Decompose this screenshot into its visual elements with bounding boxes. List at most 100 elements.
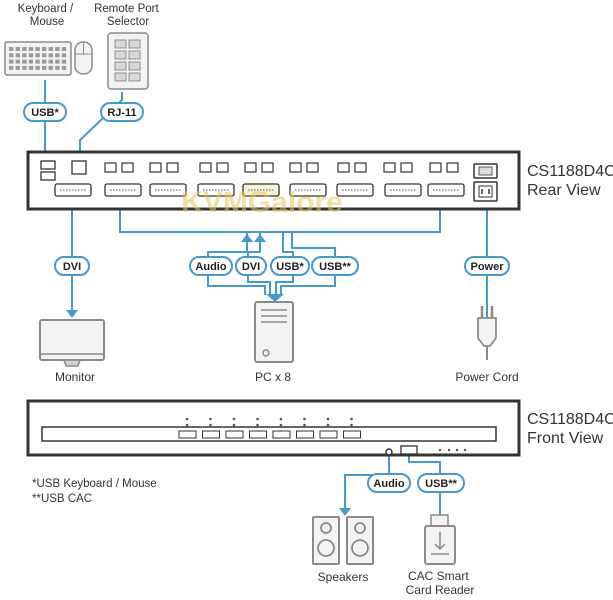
rear-usb-port [244, 162, 257, 173]
port-led [209, 423, 212, 427]
pc-device: PC x 8 [254, 301, 294, 384]
keyboard-key [28, 59, 34, 64]
port-led [232, 417, 236, 421]
rear-usb-port [337, 162, 350, 173]
rear-usb-port [354, 162, 367, 173]
rear-usb-port [289, 162, 302, 173]
remote-port-selector-device: Remote Port Selector [94, 3, 162, 90]
front-model-title: CS1188D4C [527, 411, 613, 428]
speakers-device: Speakers [312, 516, 374, 584]
port-select-button [272, 430, 291, 439]
connector-pill-rj11: RJ-11 [100, 102, 144, 122]
speaker-left-tweeter [320, 522, 332, 534]
rear-usb-port [429, 162, 442, 173]
power-plug [477, 317, 497, 347]
remote-selector-buttons [114, 39, 141, 82]
connector-pill-label: Audio [195, 261, 226, 273]
keyboard-key [48, 59, 53, 64]
keyboard-key [42, 47, 47, 51]
rear-usb-port [199, 162, 212, 173]
cac-reader-label: CAC Smart Card Reader [406, 569, 475, 597]
rear-model-title: CS1188D4C [527, 163, 613, 180]
port-led [279, 417, 283, 421]
port-led [350, 423, 353, 427]
connector-pill-dvi-monitor: DVI [54, 256, 90, 276]
keyboard-mouse-label: Keyboard / Mouse [18, 3, 77, 28]
note-usb-keyboard: *USB Keyboard / Mouse [32, 478, 157, 490]
keyboard-key [48, 47, 53, 51]
keyboard-key [61, 59, 67, 64]
connector-pill-power: Power [464, 256, 510, 276]
card-reader-arrow-head [434, 543, 446, 551]
port-select-button [225, 430, 244, 439]
connector-pill-bg [100, 102, 144, 122]
keyboard-key [9, 65, 14, 70]
keyboard-key [9, 53, 14, 58]
port-led [326, 423, 330, 427]
keyboard-key [35, 59, 40, 64]
keyboard [4, 41, 72, 76]
connector-pill-bg [464, 256, 510, 276]
front-chassis [26, 399, 521, 457]
front-audio-jack [385, 448, 393, 456]
connector-pill-bg [417, 473, 465, 493]
connector-pill-label: USB** [319, 261, 352, 273]
port-led [232, 423, 236, 427]
connector-pill-bg [235, 256, 267, 276]
note-usb-cac: **USB CAC [32, 493, 92, 505]
connector-pill-bg [367, 473, 411, 493]
usb-port-1 [40, 160, 56, 170]
keyboard-key [35, 65, 40, 70]
arrowheads [66, 234, 351, 516]
port-led [350, 417, 353, 421]
connector-pill-label: RJ-11 [107, 107, 136, 119]
keyboard-key [35, 53, 40, 58]
rear-usb-port [149, 162, 162, 173]
keyboard-mouse-device: Keyboard / Mouse [4, 3, 93, 76]
port-led [256, 417, 259, 421]
remote-selector-body [107, 32, 149, 90]
remote-port-selector-label: Remote Port Selector [94, 3, 162, 28]
keyboard-key [61, 53, 67, 58]
keyboard-key [15, 47, 20, 51]
keyboard-key [15, 65, 20, 70]
rear-usb-port [261, 162, 274, 173]
remote-selector-button [114, 50, 127, 60]
speaker-right-woofer [351, 539, 369, 557]
pc-bus-cable [119, 200, 441, 233]
keyboard-key [55, 65, 60, 70]
connector-pill-label: Audio [373, 478, 404, 490]
keyboard-key [28, 47, 34, 51]
rear-usb-port [121, 162, 134, 173]
keyboard-key [9, 47, 14, 51]
connector-pill-usb-cac-pc: USB** [311, 256, 359, 276]
monitor-stand [62, 359, 82, 367]
remote-selector-button [128, 50, 141, 60]
keyboard-key [15, 53, 20, 58]
port-select-button [319, 430, 338, 439]
keyboard-key [42, 65, 47, 70]
power-socket-inner [478, 185, 493, 198]
remote-selector-button [114, 72, 127, 82]
port-led [185, 417, 189, 421]
pc-tower [254, 301, 294, 363]
speakers-label: Speakers [318, 570, 369, 584]
rj11-port [71, 160, 87, 175]
port-select-button [343, 430, 361, 439]
rear-usb-port [216, 162, 229, 173]
port-led [326, 417, 330, 421]
keyboard-key [48, 53, 53, 58]
status-led [463, 448, 467, 452]
arrow-speakers [339, 508, 351, 516]
keyboard-key [55, 47, 60, 51]
keyboard-key [55, 53, 60, 58]
keyboard-key [35, 47, 40, 51]
front-panel-bar [41, 426, 497, 442]
speaker-right-tweeter [354, 522, 366, 534]
speaker-left-woofer [317, 539, 335, 557]
keyboard-key [55, 59, 60, 64]
rear-usb-port [400, 162, 413, 173]
arrow-monitor [66, 310, 78, 318]
keyboard-key [15, 59, 20, 64]
